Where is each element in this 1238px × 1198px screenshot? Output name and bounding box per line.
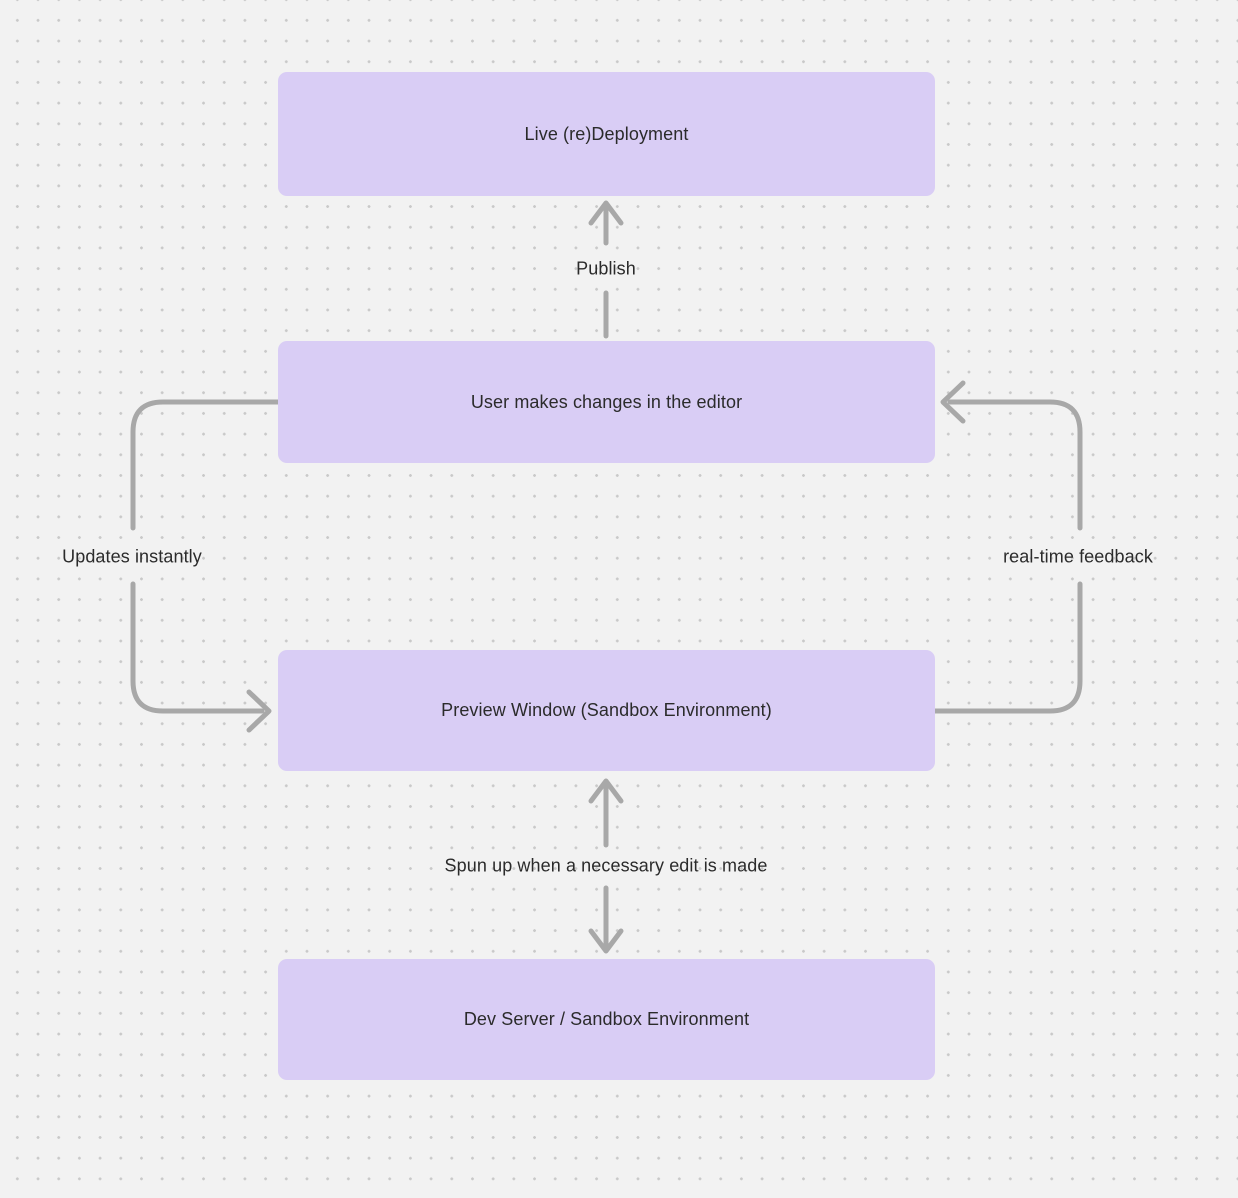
node-preview-window-label: Preview Window (Sandbox Environment): [441, 700, 772, 720]
edge-label-real-time-feedback: real-time feedback: [1003, 546, 1153, 567]
node-live-redeployment[interactable]: Live (re)Deployment: [278, 72, 935, 196]
node-dev-server-label: Dev Server / Sandbox Environment: [463, 1009, 750, 1029]
node-preview-window[interactable]: Preview Window (Sandbox Environment): [278, 650, 935, 771]
edge-label-updates-instantly: Updates instantly: [62, 546, 202, 567]
edge-label-publish: Publish: [576, 258, 636, 279]
edge-label-spun-up: Spun up when a necessary edit is made: [444, 855, 768, 876]
node-dev-server[interactable]: Dev Server / Sandbox Environment: [278, 959, 935, 1080]
node-editor-changes-label: User makes changes in the editor: [470, 391, 743, 412]
node-editor-changes[interactable]: User makes changes in the editor: [278, 341, 935, 463]
node-live-redeployment-label: Live (re)Deployment: [524, 123, 689, 144]
